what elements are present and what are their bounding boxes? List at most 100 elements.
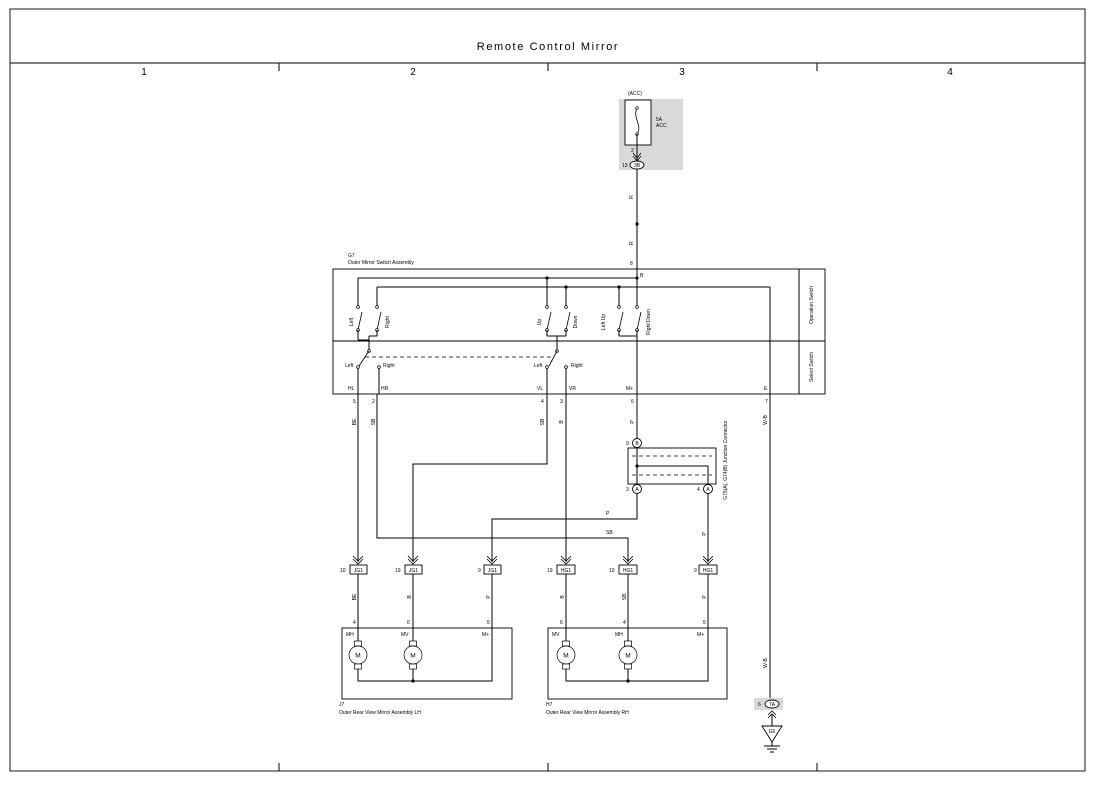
fuse-element-icon [635,107,640,135]
mirror-rh: 6 4 5 MV MH M+ M M H7 Outer Rear View Mi… [546,620,728,716]
svg-text:BE: BE [352,593,358,600]
svg-text:10: 10 [340,568,346,574]
svg-text:7: 7 [765,399,768,405]
svg-text:7A: 7A [769,702,776,708]
svg-text:Right Down: Right Down [646,309,652,335]
svg-text:P: P [606,511,610,517]
svg-text:4: 4 [697,487,700,493]
junction-pin-a1 [632,484,642,494]
svg-text:Down: Down [573,315,579,328]
harness-wires: BE SB SB SB B P W-B W-B P P [352,394,771,700]
svg-text:5: 5 [703,620,706,626]
svg-text:Left: Left [534,363,543,369]
fuse-pin: 2 [631,148,634,154]
mirror-rh-code: H7 [546,702,553,708]
mirror-rh-name: Outer Rear View Mirror Assembly RH [546,710,629,716]
svg-text:19: 19 [395,568,401,574]
switch-assembly-name: Outer Mirror Switch Assembly [348,260,414,266]
wire-color-supply-2: R [629,241,635,245]
svg-text:HG1: HG1 [561,568,572,574]
svg-text:W-B: W-B [763,658,769,668]
svg-text:6: 6 [758,702,761,708]
select-switch-label: Select Switch [809,352,815,382]
svg-text:10: 10 [609,568,615,574]
switch-terminals: HL HR VL VR M+ E 5 2 4 3 6 7 [348,386,768,405]
ground-connector-7a [764,699,780,709]
svg-text:4: 4 [541,399,544,405]
svg-text:9: 9 [626,441,629,447]
svg-text:4: 4 [623,620,626,626]
svg-text:Left: Left [345,363,354,369]
svg-text:MV: MV [552,632,560,638]
svg-text:HG1: HG1 [623,568,634,574]
mirror-rh-box [547,627,728,700]
svg-text:5: 5 [353,399,356,405]
svg-text:Left: Left [349,317,355,326]
mirror-lh-box [341,627,513,700]
svg-text:HG1: HG1 [703,568,714,574]
switch-pin-8: 8 [630,261,633,267]
svg-text:2: 2 [372,399,375,405]
svg-text:HR: HR [381,386,389,392]
svg-text:SB: SB [606,530,613,536]
grid-col-2: 2 [410,67,416,78]
svg-text:P: P [486,595,492,599]
svg-text:M: M [625,653,630,660]
svg-text:6: 6 [407,620,410,626]
svg-text:B: B [407,595,413,599]
fuse-name: ACC [656,123,667,129]
svg-text:6: 6 [631,399,634,405]
junction-connector: B 9 A 3 A 4 G75(A), G74(B) Junction Conn… [626,420,729,500]
svg-text:SB: SB [540,418,546,425]
svg-text:MH: MH [346,632,354,638]
b-bus-label: B [640,273,644,279]
svg-text:A: A [635,487,639,493]
svg-text:M: M [410,653,415,660]
svg-text:E: E [764,386,768,392]
svg-text:G6: G6 [769,729,776,735]
mirror-lh: 4 6 5 MH MV M+ M M J7 Outer Rear View Mi… [339,620,513,716]
fuse-block: 3B 13 2 (ACC) 5A ACC [619,91,683,170]
svg-text:M: M [355,653,360,660]
svg-text:3B: 3B [634,163,641,169]
svg-text:VR: VR [569,386,576,392]
svg-text:9: 9 [478,568,481,574]
switch-assembly-box [332,268,826,395]
svg-text:Right: Right [383,363,395,369]
svg-text:P: P [702,595,708,599]
svg-text:Up: Up [537,319,543,326]
svg-text:MH: MH [615,632,623,638]
operation-switch-label: Operation Switch [809,286,815,324]
grid-col-4: 4 [947,67,953,78]
junction-name: G75(A), G74(B) Junction Connector [723,420,729,500]
svg-text:4: 4 [353,620,356,626]
mirror-feed-wires: BE B P B SB P [352,574,709,628]
operation-switch: B Left Right Up Down Left U [349,268,771,394]
svg-text:M+: M+ [626,386,633,392]
svg-text:9: 9 [694,568,697,574]
ground-point: 7A 6 G6 [754,698,783,753]
svg-text:3: 3 [626,487,629,493]
mirror-lh-name: Outer Rear View Mirror Assembly LH [339,710,421,716]
fuse-connector-pin: 13 [622,163,628,169]
fuse-acc-label: (ACC) [628,91,642,97]
select-switch: Left Right Left Right [345,349,583,394]
svg-text:B: B [559,420,565,424]
svg-text:MV: MV [401,632,409,638]
svg-text:HL: HL [348,386,355,392]
junction-pin-a2 [703,484,713,494]
svg-text:Left Up: Left Up [601,314,607,330]
svg-text:M: M [563,653,568,660]
ground-triangle-icon [761,725,783,743]
svg-text:M+: M+ [482,632,489,638]
svg-text:6: 6 [560,620,563,626]
svg-text:BE: BE [352,418,358,425]
mirror-lh-code: J7 [339,702,345,708]
svg-text:JG1: JG1 [409,568,418,574]
svg-text:VL: VL [537,386,543,392]
svg-text:19: 19 [547,568,553,574]
svg-text:B: B [635,441,639,447]
svg-text:5: 5 [487,620,490,626]
svg-text:P: P [702,532,708,536]
